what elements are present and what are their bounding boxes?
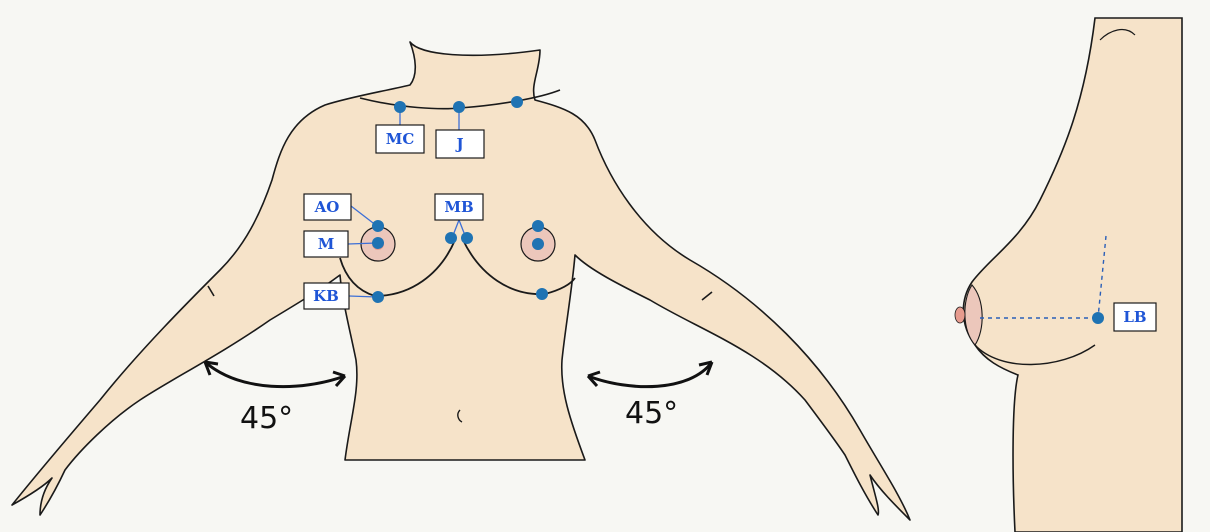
label-kb: KB: [304, 283, 349, 309]
marker-ao-left: [372, 220, 384, 232]
label-mb: MB: [435, 194, 483, 220]
curved-double-arrow-icon: [205, 362, 345, 387]
right-rotation-arrow: [588, 362, 712, 387]
label-mb-text: MB: [444, 198, 473, 216]
marker-lb: [1092, 312, 1104, 324]
torso-with-arms: [12, 42, 910, 520]
side-view: LB: [955, 18, 1182, 532]
marker-ao-right: [532, 220, 544, 232]
label-lb-text: LB: [1123, 308, 1146, 326]
label-m-text: M: [318, 235, 335, 253]
label-mc: MC: [376, 125, 424, 153]
marker-mb-left: [445, 232, 457, 244]
marker-kb-right: [536, 288, 548, 300]
label-j-text: J: [454, 135, 463, 153]
label-m: M: [304, 231, 348, 257]
side-nipple: [955, 307, 965, 323]
marker-m-left: [372, 237, 384, 249]
left-angle-label: 45°: [240, 401, 293, 436]
label-mc-text: MC: [386, 130, 415, 148]
marker-m-right: [532, 238, 544, 250]
label-lb: LB: [1114, 303, 1156, 331]
marker-mb-right: [461, 232, 473, 244]
label-kb-text: KB: [313, 287, 339, 305]
left-rotation-arrow: [205, 362, 345, 387]
right-angle-label: 45°: [625, 396, 678, 431]
marker-j: [453, 101, 465, 113]
marker-right-clavicle: [511, 96, 523, 108]
marker-kb-left: [372, 291, 384, 303]
label-ao: AO: [304, 194, 351, 220]
label-j: J: [436, 130, 484, 158]
label-ao-text: AO: [314, 198, 340, 216]
front-view: MC J AO MB M KB 45°: [12, 42, 910, 520]
marker-mc: [394, 101, 406, 113]
side-torso: [963, 18, 1182, 532]
curved-double-arrow-icon: [588, 362, 712, 387]
